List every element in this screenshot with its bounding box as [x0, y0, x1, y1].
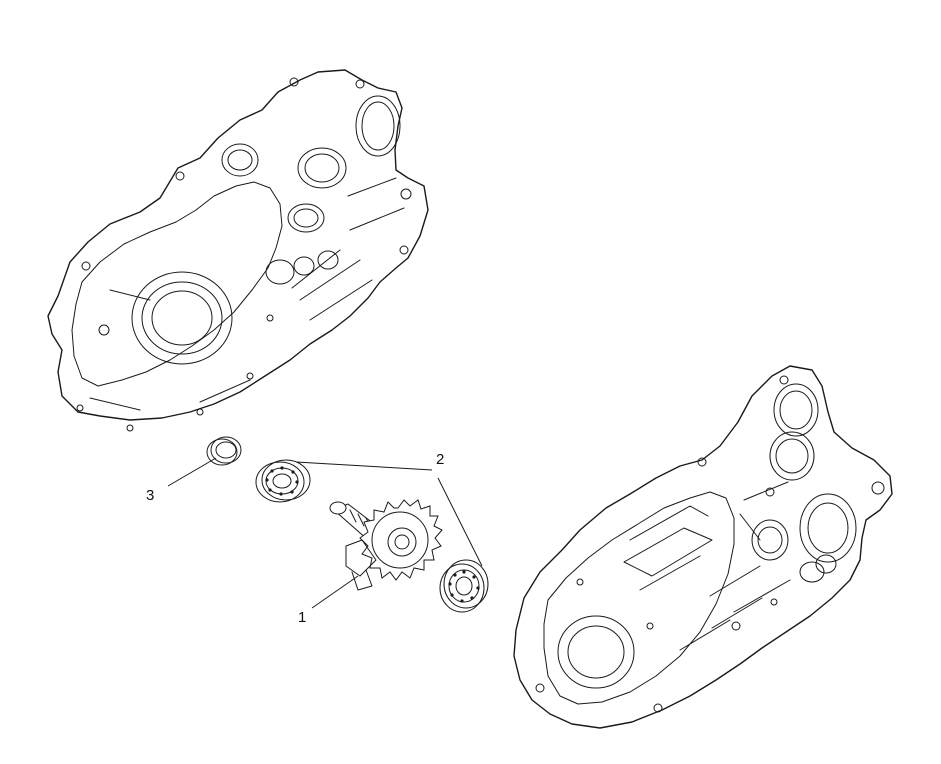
left-crankcase-half [47, 69, 429, 432]
leader-line-2-upper [295, 461, 433, 471]
gear-shaft-part-1 [329, 499, 443, 591]
left-case-bolt-holes [76, 77, 412, 432]
callout-label-2: 2 [436, 451, 444, 468]
callout-labels: 3 2 1 [146, 451, 444, 626]
ball-bearing-upper [255, 459, 311, 503]
oil-seal-part-3 [206, 436, 242, 466]
callout-label-3: 3 [146, 487, 154, 504]
callout-leader-lines [167, 457, 483, 609]
leader-line-2-lower [437, 477, 483, 567]
right-case-bolt-holes [535, 375, 885, 713]
callout-label-1: 1 [298, 609, 306, 626]
ball-bearing-lower [439, 559, 489, 613]
leader-line-1 [311, 575, 359, 609]
leader-line-3 [167, 457, 217, 487]
right-crankcase-half [513, 365, 893, 729]
